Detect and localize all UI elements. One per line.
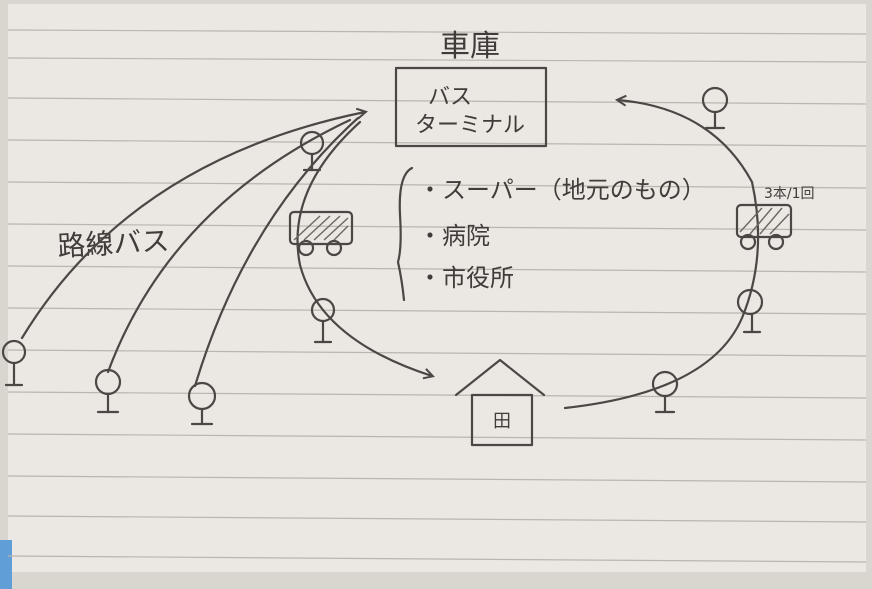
terminal-label-line1: バス	[428, 85, 472, 110]
route-line-2	[106, 118, 352, 374]
bus-terminal-box	[394, 66, 548, 148]
bus-stop-icon	[187, 381, 217, 426]
bus-stop-icon	[94, 368, 122, 414]
bus-icon	[288, 210, 354, 257]
frequency-label: 3本/1回	[764, 186, 815, 202]
bus-stop-icon	[1, 339, 27, 387]
facility-hospital: ・病院	[418, 222, 490, 250]
facility-supermarket: ・スーパー（地元のもの）	[418, 176, 706, 204]
ruled-lines	[7, 29, 867, 563]
loop-right-arrow	[563, 94, 760, 410]
bus-stop-icon	[701, 86, 729, 130]
route-bus-label: 路線バス	[57, 224, 171, 263]
facility-city-hall: ・市役所	[418, 264, 514, 292]
route-line-1	[20, 107, 368, 340]
route-line-3	[193, 116, 360, 388]
depot-label: 車庫	[440, 29, 500, 64]
house-icon: 田	[454, 358, 546, 447]
facility-brace	[396, 166, 414, 302]
loop-left-arrow	[296, 120, 435, 380]
bus-stop-icon	[736, 288, 764, 334]
terminal-label-line2: ターミナル	[415, 113, 525, 138]
bus-stop-icon	[651, 370, 679, 414]
bus-icon	[735, 203, 793, 251]
bus-stop-icon	[310, 297, 336, 344]
house-window-glyph: 田	[493, 411, 511, 432]
bus-stop-icon	[299, 130, 325, 172]
corner-blue-tab	[0, 540, 12, 589]
